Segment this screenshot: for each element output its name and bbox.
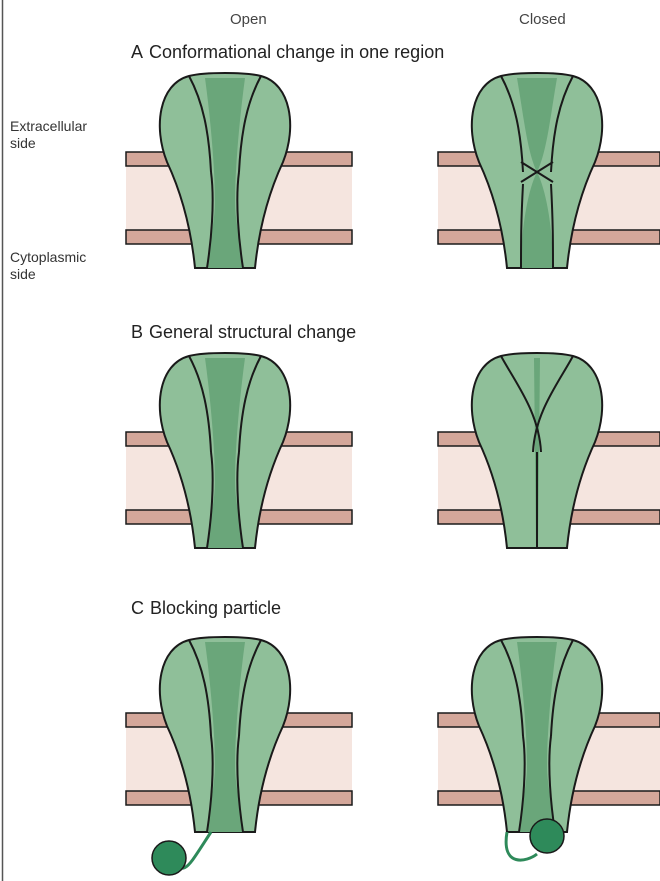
blocking-particle-open	[152, 832, 211, 875]
channels	[152, 73, 602, 875]
